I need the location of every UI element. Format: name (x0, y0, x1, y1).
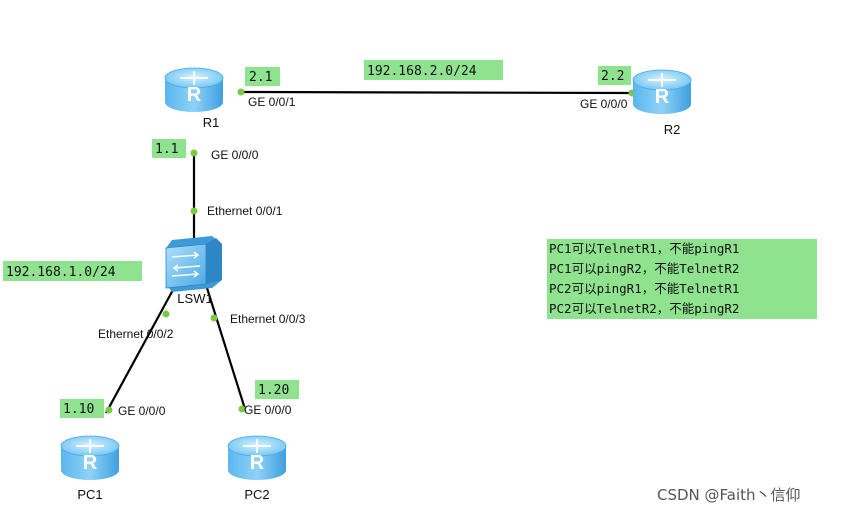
network-tag: 192.168.2.0/24 (364, 60, 503, 80)
note-line: PC2可以TelnetR2，不能pingR2 (549, 301, 740, 316)
router-pc2[interactable]: PC2 (227, 435, 287, 502)
note-line: PC1可以pingR2，不能TelnetR2 (549, 261, 740, 276)
svg-text:1.20: 1.20 (258, 383, 289, 398)
port-label: Ethernet 0/0/3 (230, 312, 306, 326)
router-icon (164, 67, 224, 113)
address-tag: 1.1 (152, 139, 186, 158)
switch-lsw1[interactable]: LSW1 (165, 236, 222, 306)
svg-text:2.2: 2.2 (601, 69, 624, 84)
svg-text:1.1: 1.1 (155, 142, 178, 157)
links (105, 90, 633, 414)
device-label: PC2 (244, 487, 269, 502)
link-r1-r2[interactable] (240, 90, 633, 95)
note-line: PC1可以TelnetR1，不能pingR1 (549, 241, 740, 256)
port-dot (190, 149, 198, 157)
router-icon (60, 435, 120, 481)
port-label: Ethernet 0/0/2 (98, 327, 174, 341)
port-label: GE 0/0/1 (248, 95, 296, 109)
device-label: R1 (203, 115, 220, 130)
svg-text:192.168.1.0/24: 192.168.1.0/24 (6, 265, 116, 280)
port-dot (210, 314, 218, 322)
svg-text:2.1: 2.1 (249, 70, 272, 85)
port-dot (238, 405, 246, 413)
port-label: GE 0/0/0 (118, 404, 166, 418)
port-label: GE 0/0/0 (580, 97, 628, 111)
device-label: LSW1 (177, 291, 212, 306)
port-dot (190, 207, 198, 215)
port-dot (162, 310, 170, 318)
router-pc1[interactable]: PC1 (60, 435, 120, 502)
router-icon (632, 69, 692, 115)
link-lsw1-pc1[interactable] (105, 287, 175, 414)
address-tag: 1.20 (255, 380, 299, 399)
requirements-note: PC1可以TelnetR1，不能pingR1 PC1可以pingR2，不能Tel… (547, 239, 817, 319)
svg-text:192.168.2.0/24: 192.168.2.0/24 (367, 64, 477, 79)
address-tag: 1.10 (60, 399, 104, 418)
router-r1[interactable]: R1 (164, 67, 224, 130)
port-labels: GE 0/0/1 GE 0/0/0 GE 0/0/0 Ethernet 0/0/… (98, 95, 628, 418)
watermark: CSDN @Faith丶信仰 (657, 486, 801, 504)
device-label: R2 (664, 122, 681, 137)
network-tag: 192.168.1.0/24 (3, 261, 142, 281)
port-label: GE 0/0/0 (211, 148, 259, 162)
port-label: Ethernet 0/0/1 (207, 204, 283, 218)
svg-text:1.10: 1.10 (63, 402, 94, 417)
address-tag: 2.2 (598, 66, 631, 85)
port-dot (237, 88, 245, 96)
note-line: PC2可以pingR1，不能TelnetR1 (549, 281, 740, 296)
address-tags: 2.1 2.2 192.168.2.0/24 1.1 192.168.1.0/2… (3, 60, 631, 418)
address-tag: 2.1 (245, 67, 280, 86)
device-label: PC1 (77, 487, 102, 502)
router-r2[interactable]: R2 (632, 69, 692, 137)
switch-icon (165, 236, 222, 292)
router-icon (227, 435, 287, 481)
port-dot (105, 406, 113, 414)
link-lsw1-pc2[interactable] (205, 287, 247, 410)
port-label: GE 0/0/0 (244, 403, 292, 417)
port-dots (105, 88, 636, 414)
